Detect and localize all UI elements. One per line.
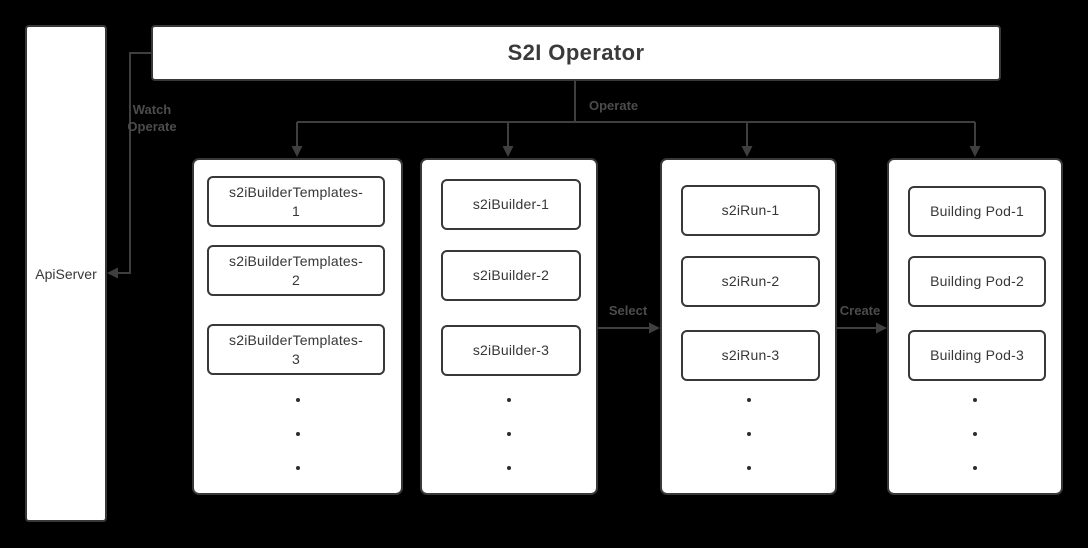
arrowhead-into-apiserver [107, 267, 118, 279]
node-label: s2iRun-2 [721, 273, 780, 289]
column-s2i-builder-templates: s2iBuilderTemplates- 1 s2iBuilderTemplat… [192, 158, 403, 495]
s2i-operator-box: S2I Operator [151, 25, 1001, 81]
node-box: Building Pod-1 [908, 186, 1046, 237]
node-label: Building Pod-3 [930, 347, 1024, 363]
column-s2i-runs: s2iRun-1 s2iRun-2 s2iRun-3 [660, 158, 837, 495]
column-building-pods: Building Pod-1 Building Pod-2 Building P… [887, 158, 1063, 495]
apiserver-box: ApiServer [25, 25, 107, 522]
operate-label: Operate [589, 98, 639, 113]
ellipsis-dots [194, 398, 401, 470]
node-box: s2iRun-2 [681, 256, 820, 307]
node-label: s2iBuilder-2 [472, 267, 550, 283]
node-label: s2iBuilder-1 [472, 196, 550, 212]
arrowhead-select [649, 322, 660, 334]
ellipsis-dots [889, 398, 1061, 470]
ellipsis-dots [662, 398, 835, 470]
node-box: s2iBuilderTemplates- 1 [207, 176, 385, 227]
column-s2i-builders: s2iBuilder-1 s2iBuilder-2 s2iBuilder-3 [420, 158, 598, 495]
node-box: Building Pod-2 [908, 256, 1046, 307]
create-label: Create [839, 303, 881, 318]
node-label: s2iBuilderTemplates- 3 [229, 331, 363, 367]
node-box: s2iRun-1 [681, 185, 820, 236]
node-label: Building Pod-1 [930, 203, 1024, 219]
node-box: s2iBuilderTemplates- 2 [207, 245, 385, 296]
node-label: s2iBuilderTemplates- 2 [229, 252, 363, 288]
node-box: s2iBuilder-2 [441, 250, 581, 301]
node-box: Building Pod-3 [908, 330, 1046, 381]
arrowhead-templates [291, 146, 303, 157]
node-box: s2iRun-3 [681, 330, 820, 381]
arrowhead-builders [502, 146, 514, 157]
node-box: s2iBuilder-3 [441, 325, 581, 376]
arrowhead-create [876, 322, 887, 334]
node-label: s2iBuilderTemplates- 1 [229, 183, 363, 219]
wire-operator-to-apiserver [117, 52, 151, 274]
ellipsis-dots [422, 398, 596, 470]
watch-operate-label: Watch Operate [127, 102, 177, 134]
arrowhead-runs [741, 146, 753, 157]
node-label: s2iRun-1 [721, 202, 780, 218]
select-label: Select [608, 303, 648, 318]
arrowhead-pods [969, 146, 981, 157]
node-box: s2iBuilderTemplates- 3 [207, 324, 385, 375]
node-box: s2iBuilder-1 [441, 179, 581, 230]
node-label: s2iRun-3 [721, 347, 780, 363]
node-label: Building Pod-2 [930, 273, 1024, 289]
s2i-operator-title: S2I Operator [507, 40, 645, 65]
apiserver-label: ApiServer [35, 265, 97, 282]
node-label: s2iBuilder-3 [472, 342, 550, 358]
